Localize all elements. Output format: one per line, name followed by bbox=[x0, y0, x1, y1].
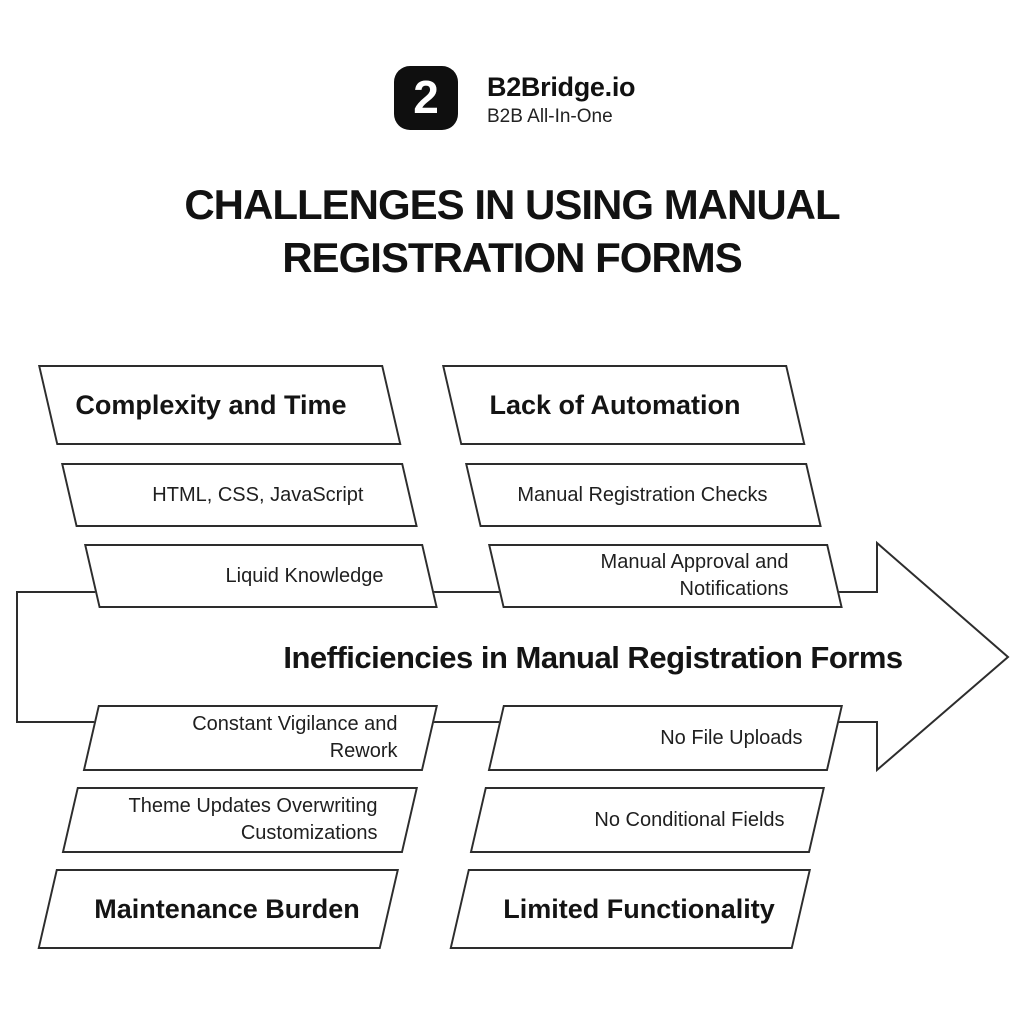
cause-label: Theme Updates Overwriting Customizations bbox=[128, 795, 378, 844]
cause-label: HTML, CSS, JavaScript bbox=[152, 483, 364, 506]
category-box-maintenance-burden: Maintenance Burden bbox=[37, 869, 399, 949]
category-box-limited-functionality: Limited Functionality bbox=[449, 869, 811, 949]
cause-box-html-css-javascript: HTML, CSS, JavaScript bbox=[61, 463, 418, 527]
cause-box-theme-updates-overwriting-customizations: Theme Updates Overwriting Customizations bbox=[61, 787, 419, 853]
center-arrow-label: Inefficiencies in Manual Registration Fo… bbox=[283, 640, 903, 675]
cause-box-no-conditional-fields: No Conditional Fields bbox=[469, 787, 825, 853]
category-label: Maintenance Burden bbox=[94, 893, 360, 924]
category-label: Limited Functionality bbox=[503, 893, 775, 924]
cause-box-constant-vigilance-and-rework: Constant Vigilance and Rework bbox=[82, 705, 439, 771]
cause-label: Liquid Knowledge bbox=[225, 564, 384, 587]
cause-label: Manual Approval and Notifications bbox=[600, 551, 789, 600]
cause-box-no-file-uploads: No File Uploads bbox=[487, 705, 843, 771]
logo-glyph: 2 bbox=[413, 71, 439, 123]
brand-tagline: B2B All-In-One bbox=[487, 106, 613, 127]
brand-name: B2Bridge.io bbox=[487, 72, 636, 102]
category-label: Complexity and Time bbox=[75, 389, 347, 420]
category-box-lack-of-automation: Lack of Automation bbox=[442, 365, 806, 445]
category-box-complexity-and-time: Complexity and Time bbox=[38, 365, 402, 445]
cause-label: No File Uploads bbox=[660, 726, 803, 749]
cause-box-manual-registration-checks: Manual Registration Checks bbox=[465, 463, 822, 527]
cause-label: No Conditional Fields bbox=[594, 808, 785, 831]
page-title: CHALLENGES IN USING MANUAL REGISTRATION … bbox=[0, 178, 1024, 284]
cause-label: Constant Vigilance and Rework bbox=[192, 713, 398, 762]
cause-box-liquid-knowledge: Liquid Knowledge bbox=[84, 544, 438, 608]
cause-label: Manual Registration Checks bbox=[517, 483, 768, 506]
category-label: Lack of Automation bbox=[489, 389, 741, 420]
cause-box-manual-approval-and-notifications: Manual Approval and Notifications bbox=[488, 544, 843, 608]
page-title-text: CHALLENGES IN USING MANUAL REGISTRATION … bbox=[184, 181, 840, 281]
b2bridge-logo-icon: 2 bbox=[394, 66, 458, 130]
